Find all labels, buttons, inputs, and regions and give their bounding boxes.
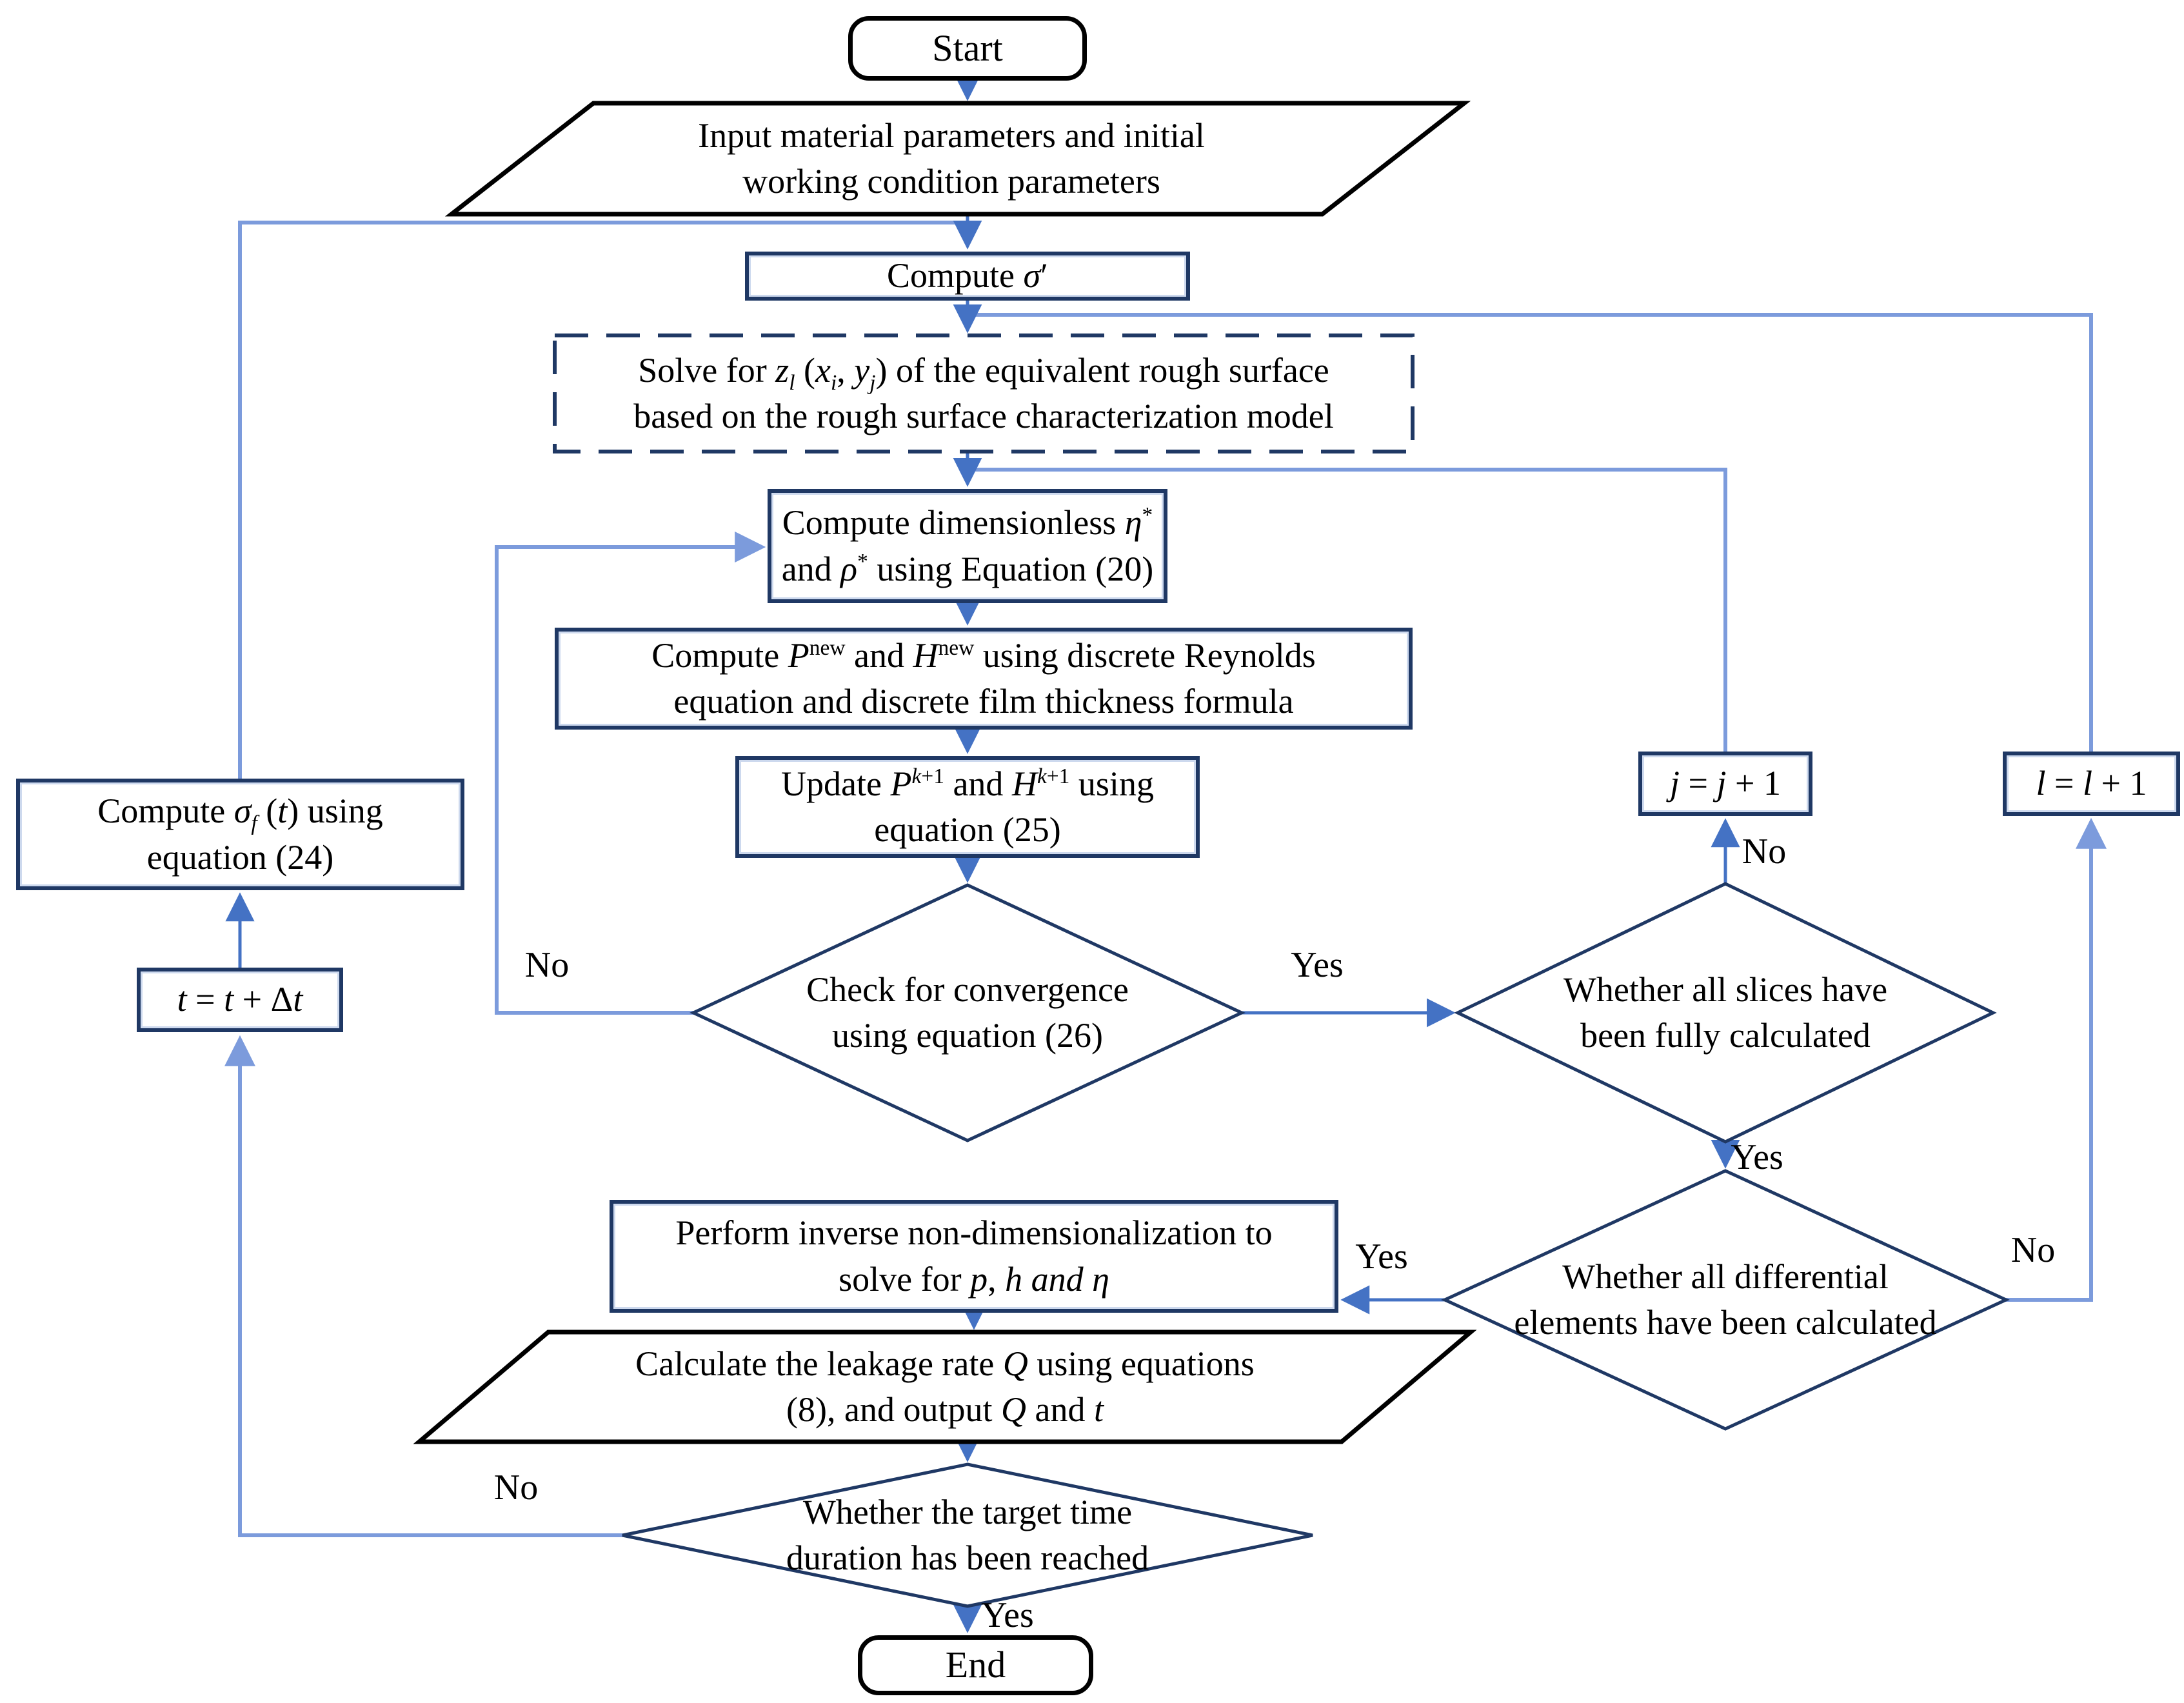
label-convergence-yes: Yes [1291,945,1344,985]
solve-z-label: Solve for zl (xi, yj) of the equivalent … [633,350,1334,435]
t-increment-label: t = t + Δt [177,980,303,1019]
input-parallelogram-shape [444,101,1471,217]
label-target-yes: Yes [981,1595,1034,1635]
start-label: Start [932,26,1003,69]
solve-z-dashed-box: Solve for zl (xi, yj) of the equivalent … [555,335,1413,452]
l-increment-label: l = l + 1 [2036,764,2147,803]
l-increment-box: l = l + 1 [2003,752,2180,816]
compute-sigma-box: Compute σ′ [745,252,1190,301]
inverse-nondim-box: Perform inverse non-dimensionalization t… [610,1200,1338,1313]
compute-ph-label: Compute Pnew and Hnew using discrete Rey… [651,635,1316,721]
compute-dimensionless-box: Compute dimensionless η*and ρ* using Equ… [768,489,1167,603]
solve-z-dashed-box-shape [553,334,1415,453]
label-convergence-no: No [524,945,570,985]
edge-j-loop-to-main [969,468,1727,752]
j-increment-label: j = j + 1 [1670,764,1781,803]
label-target-no: No [493,1468,539,1508]
label-elements-no: No [2010,1230,2056,1270]
leakage-parallelogram-shape [413,1330,1477,1444]
edge-sigmaf-to-main [238,221,966,779]
edge-target-no [224,1035,622,1537]
label-elements-yes: Yes [1355,1237,1408,1277]
leakage-label: Calculate the leakage rate Q using equat… [635,1344,1255,1429]
elements-diamond-shape [1441,1169,2010,1431]
j-increment-box: j = j + 1 [1638,752,1812,816]
compute-sigma-label: Compute σ′ [887,256,1048,295]
compute-ph-box: Compute Pnew and Hnew using discrete Rey… [555,628,1413,730]
inverse-nondim-label: Perform inverse non-dimensionalization t… [675,1213,1273,1299]
end-label: End [945,1644,1006,1686]
compute-dimensionless-label: Compute dimensionless η*and ρ* using Equ… [781,503,1154,588]
label-slices-no: No [1742,832,1787,871]
edge-convergence-no [495,532,766,1015]
slices-diamond-shape [1454,882,1997,1144]
edge-elements-no [2006,817,2107,1302]
end-node: End [858,1635,1093,1695]
target-time-diamond-shape [622,1462,1313,1608]
label-slices-yes: Yes [1731,1137,1783,1177]
start-node: Start [848,16,1087,81]
t-increment-box: t = t + Δt [137,968,343,1032]
convergence-diamond-shape [690,883,1246,1142]
leakage-parallelogram: Calculate the leakage rate Q using equat… [493,1332,1396,1442]
edge-l-loop-to-main [969,313,2093,752]
